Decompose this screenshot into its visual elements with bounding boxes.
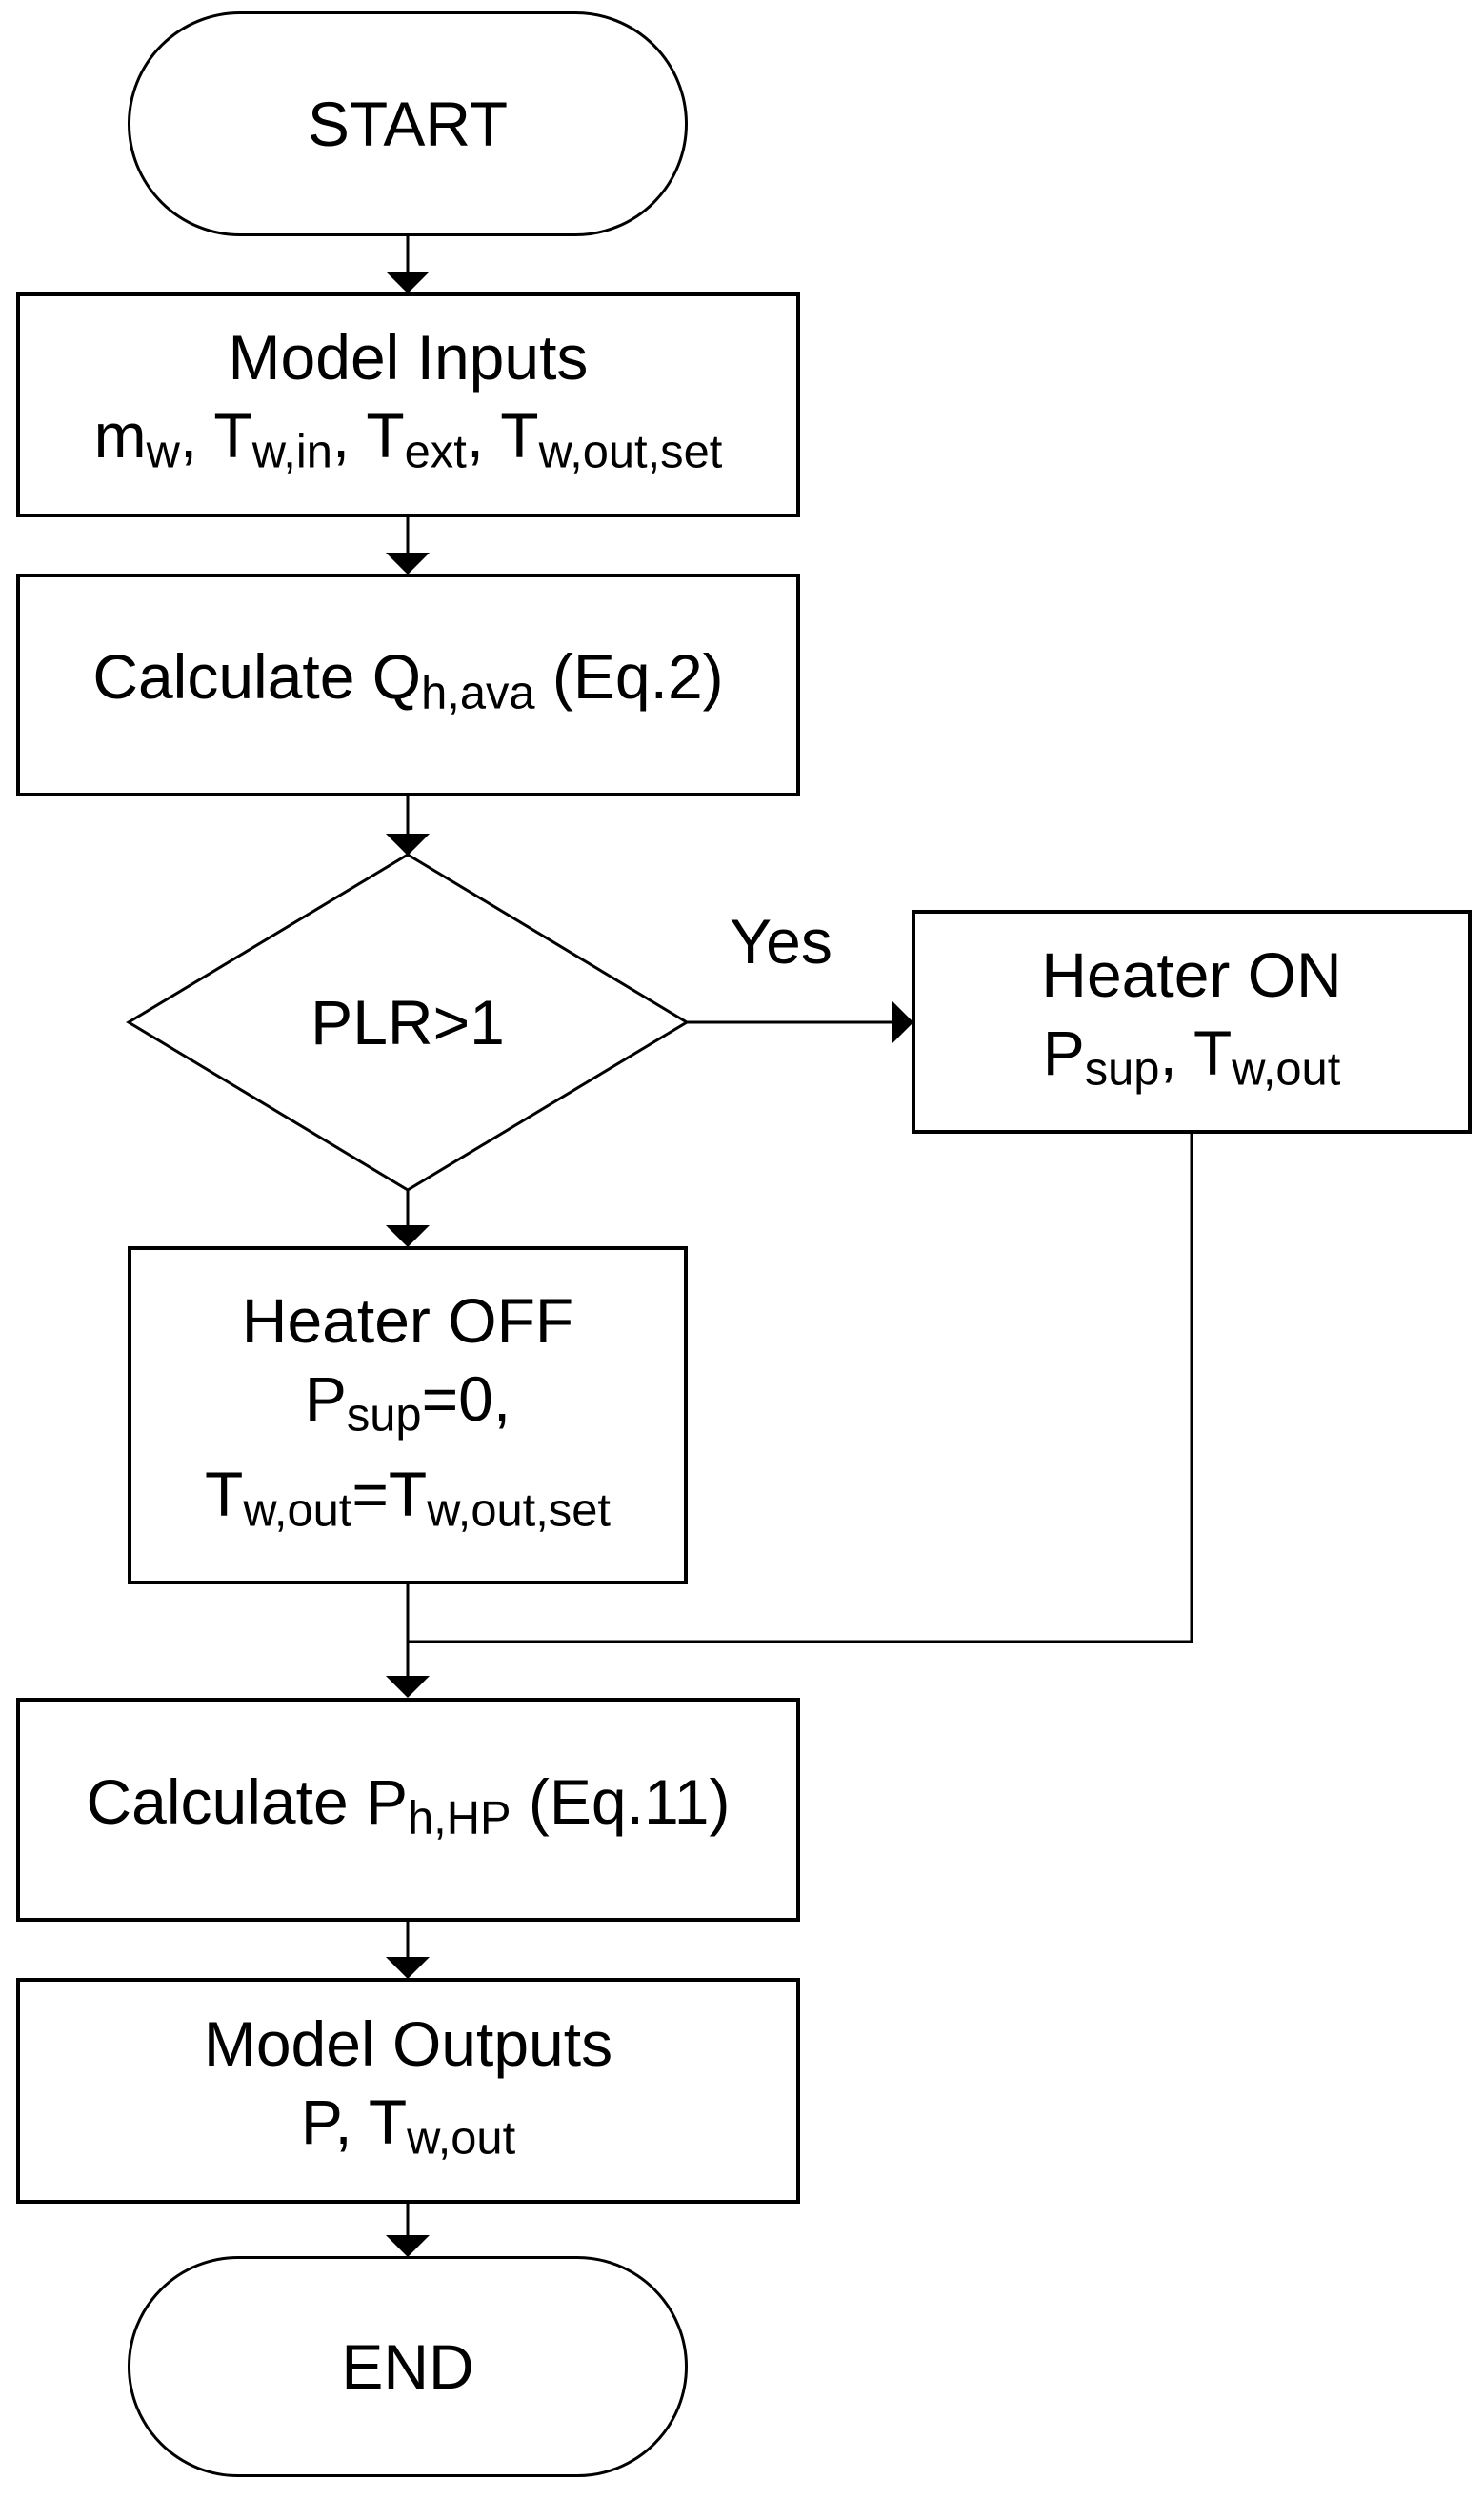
calculate-phhp-label: Calculate Ph,HP (Eq.11) [86,1765,731,1845]
calculate-phhp-box: Calculate Ph,HP (Eq.11) [16,1698,800,1922]
calculate-qhava-box: Calculate Qh,ava (Eq.2) [16,574,800,796]
heater-off-title: Heater OFF [241,1284,574,1356]
end-label: END [341,2331,474,2402]
model-outputs-title: Model Outputs [203,2007,613,2079]
heater-on-box: Heater ON Psup, Tw,out [912,910,1472,1134]
calculate-qhava-label: Calculate Qh,ava (Eq.2) [92,641,724,719]
heater-on-variables: Psup, Tw,out [1042,1017,1341,1096]
start-terminator: START [128,11,688,236]
heater-off-twout-line: Tw,out=Tw,out,set [205,1458,611,1537]
arrow-down-icon [386,553,430,575]
plr-decision-label: PLR>1 [311,987,505,1058]
arrow-down-icon [386,1957,430,1979]
yes-edge-label: Yes [730,905,832,977]
arrow-down-icon [386,2235,430,2257]
model-inputs-title: Model Inputs [228,322,589,393]
connector-heateron-to-junction [408,1132,1193,1643]
end-terminator: END [128,2256,688,2477]
model-outputs-box: Model Outputs P, Tw,out [16,1978,800,2204]
start-label: START [307,89,509,159]
model-outputs-variables: P, Tw,out [300,2086,516,2165]
arrow-down-icon [386,834,430,856]
heater-off-box: Heater OFF Psup=0, Tw,out=Tw,out,set [128,1246,688,1584]
model-inputs-box: Model Inputs mw, Tw,in, Text, Tw,out,set [16,292,800,517]
arrow-down-icon [386,1225,430,1247]
heater-off-psup-line: Psup=0, [304,1362,511,1442]
heater-on-title: Heater ON [1041,938,1342,1010]
arrow-down-icon [386,1676,430,1698]
arrow-right-icon [892,1000,913,1044]
arrow-down-icon [386,272,430,293]
model-inputs-variables: mw, Tw,in, Text, Tw,out,set [93,400,723,478]
